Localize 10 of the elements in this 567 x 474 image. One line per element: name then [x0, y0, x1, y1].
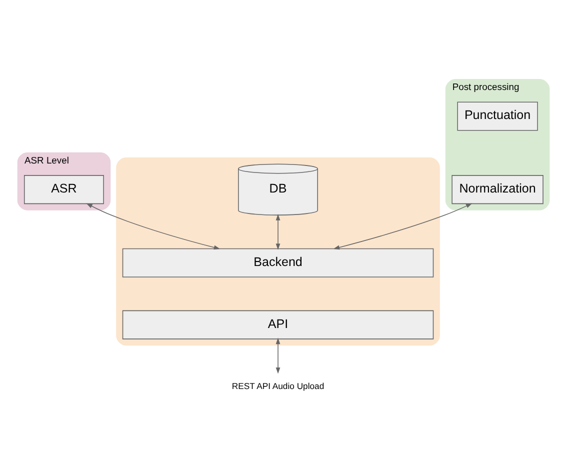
node-text: REST API Audio Upload	[232, 380, 324, 391]
arrow	[276, 214, 280, 250]
node-box: API	[122, 310, 434, 340]
node-box: Normalization	[452, 175, 544, 204]
arrow	[86, 203, 220, 250]
node-box: Backend	[122, 248, 434, 278]
node-box: Punctuation	[457, 102, 538, 131]
node-box: ASR	[24, 175, 104, 204]
arrow	[276, 338, 280, 374]
arrow	[333, 203, 472, 250]
